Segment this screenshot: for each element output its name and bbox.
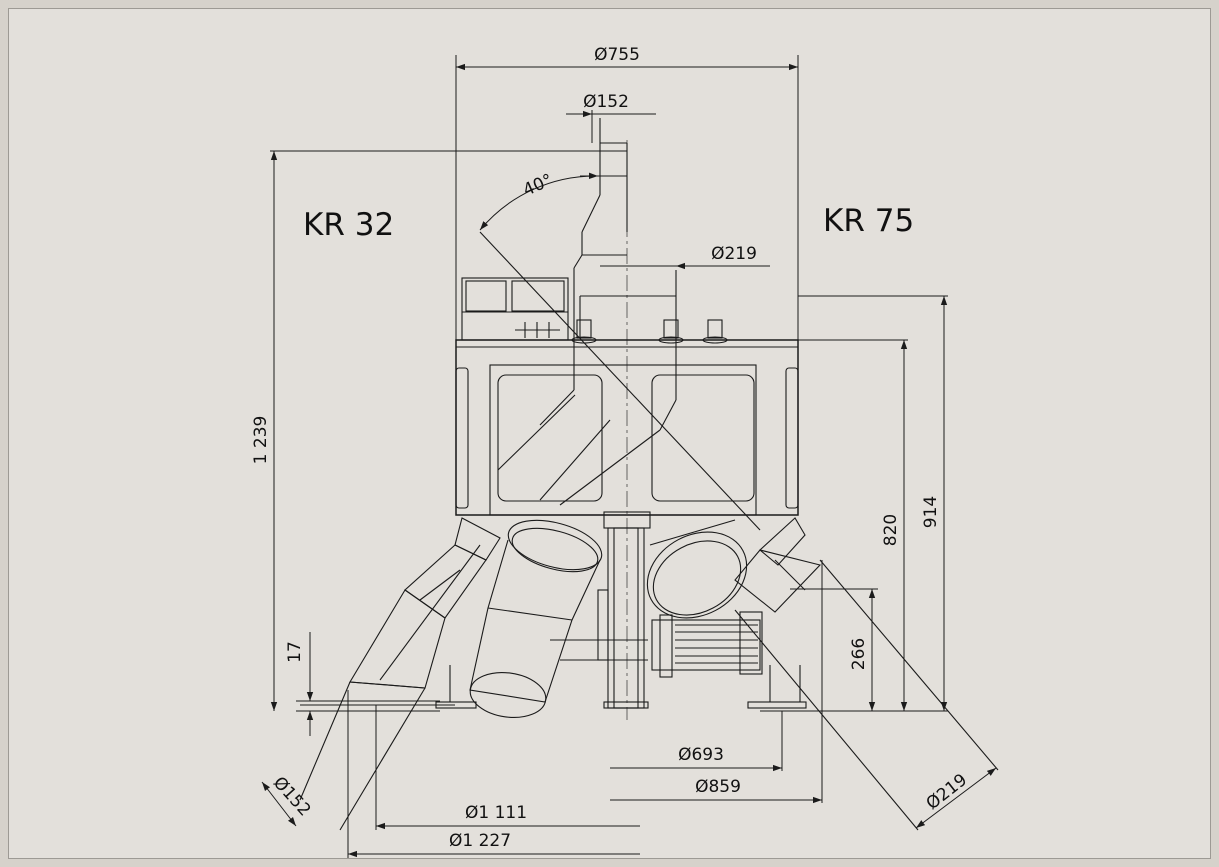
dim-693-label: Ø693 xyxy=(678,745,724,765)
dim-914-label: 914 xyxy=(921,496,941,528)
dim-859-label: Ø859 xyxy=(695,777,741,797)
dim-755: Ø755 xyxy=(455,45,799,340)
dim-1111-label: Ø1 111 xyxy=(465,803,527,823)
model-label-kr32: KR 32 xyxy=(303,207,394,243)
dim-40deg: 40° xyxy=(479,170,599,231)
centre-shaft xyxy=(550,511,651,709)
dim-820-label: 820 xyxy=(881,514,901,546)
dim-1227: Ø1 227 xyxy=(347,690,640,858)
dim-219-outlet: Ø219 xyxy=(915,767,997,829)
dim-152-outlet: Ø152 xyxy=(261,773,315,827)
dim-1239-label: 1 239 xyxy=(251,416,271,465)
dim-219-top-label: Ø219 xyxy=(711,244,757,264)
main-body xyxy=(455,231,799,531)
dim-17: 17 xyxy=(285,632,440,736)
dim-152-top: Ø152 xyxy=(566,92,656,143)
dim-152-top-label: Ø152 xyxy=(583,92,629,112)
drawing-frame xyxy=(8,8,1211,859)
dim-859: Ø859 xyxy=(610,560,823,804)
dim-1239: 1 239 xyxy=(251,150,627,711)
dim-266-label: 266 xyxy=(849,638,869,670)
dim-17-label: 17 xyxy=(285,641,305,663)
bottom-motor xyxy=(651,611,763,678)
motor-box xyxy=(461,277,569,341)
feet xyxy=(300,665,807,709)
dim-820: 820 xyxy=(798,339,908,711)
dim-1111: Ø1 111 xyxy=(375,705,640,830)
left-outlet xyxy=(299,517,501,831)
dim-914: 914 xyxy=(798,295,948,711)
dim-266: 266 xyxy=(760,588,948,712)
dim-1227-label: Ø1 227 xyxy=(449,831,511,851)
left-cylinder xyxy=(469,519,603,718)
dim-755-label: Ø755 xyxy=(594,45,640,65)
dim-693: Ø693 xyxy=(610,711,783,772)
dim-219-top: Ø219 xyxy=(600,244,770,270)
model-label-kr75: KR 75 xyxy=(823,203,914,239)
right-outlet xyxy=(734,517,999,831)
right-cylinder xyxy=(646,519,748,619)
dim-40deg-label: 40° xyxy=(520,170,556,201)
dim-152-outlet-label: Ø152 xyxy=(269,773,315,820)
